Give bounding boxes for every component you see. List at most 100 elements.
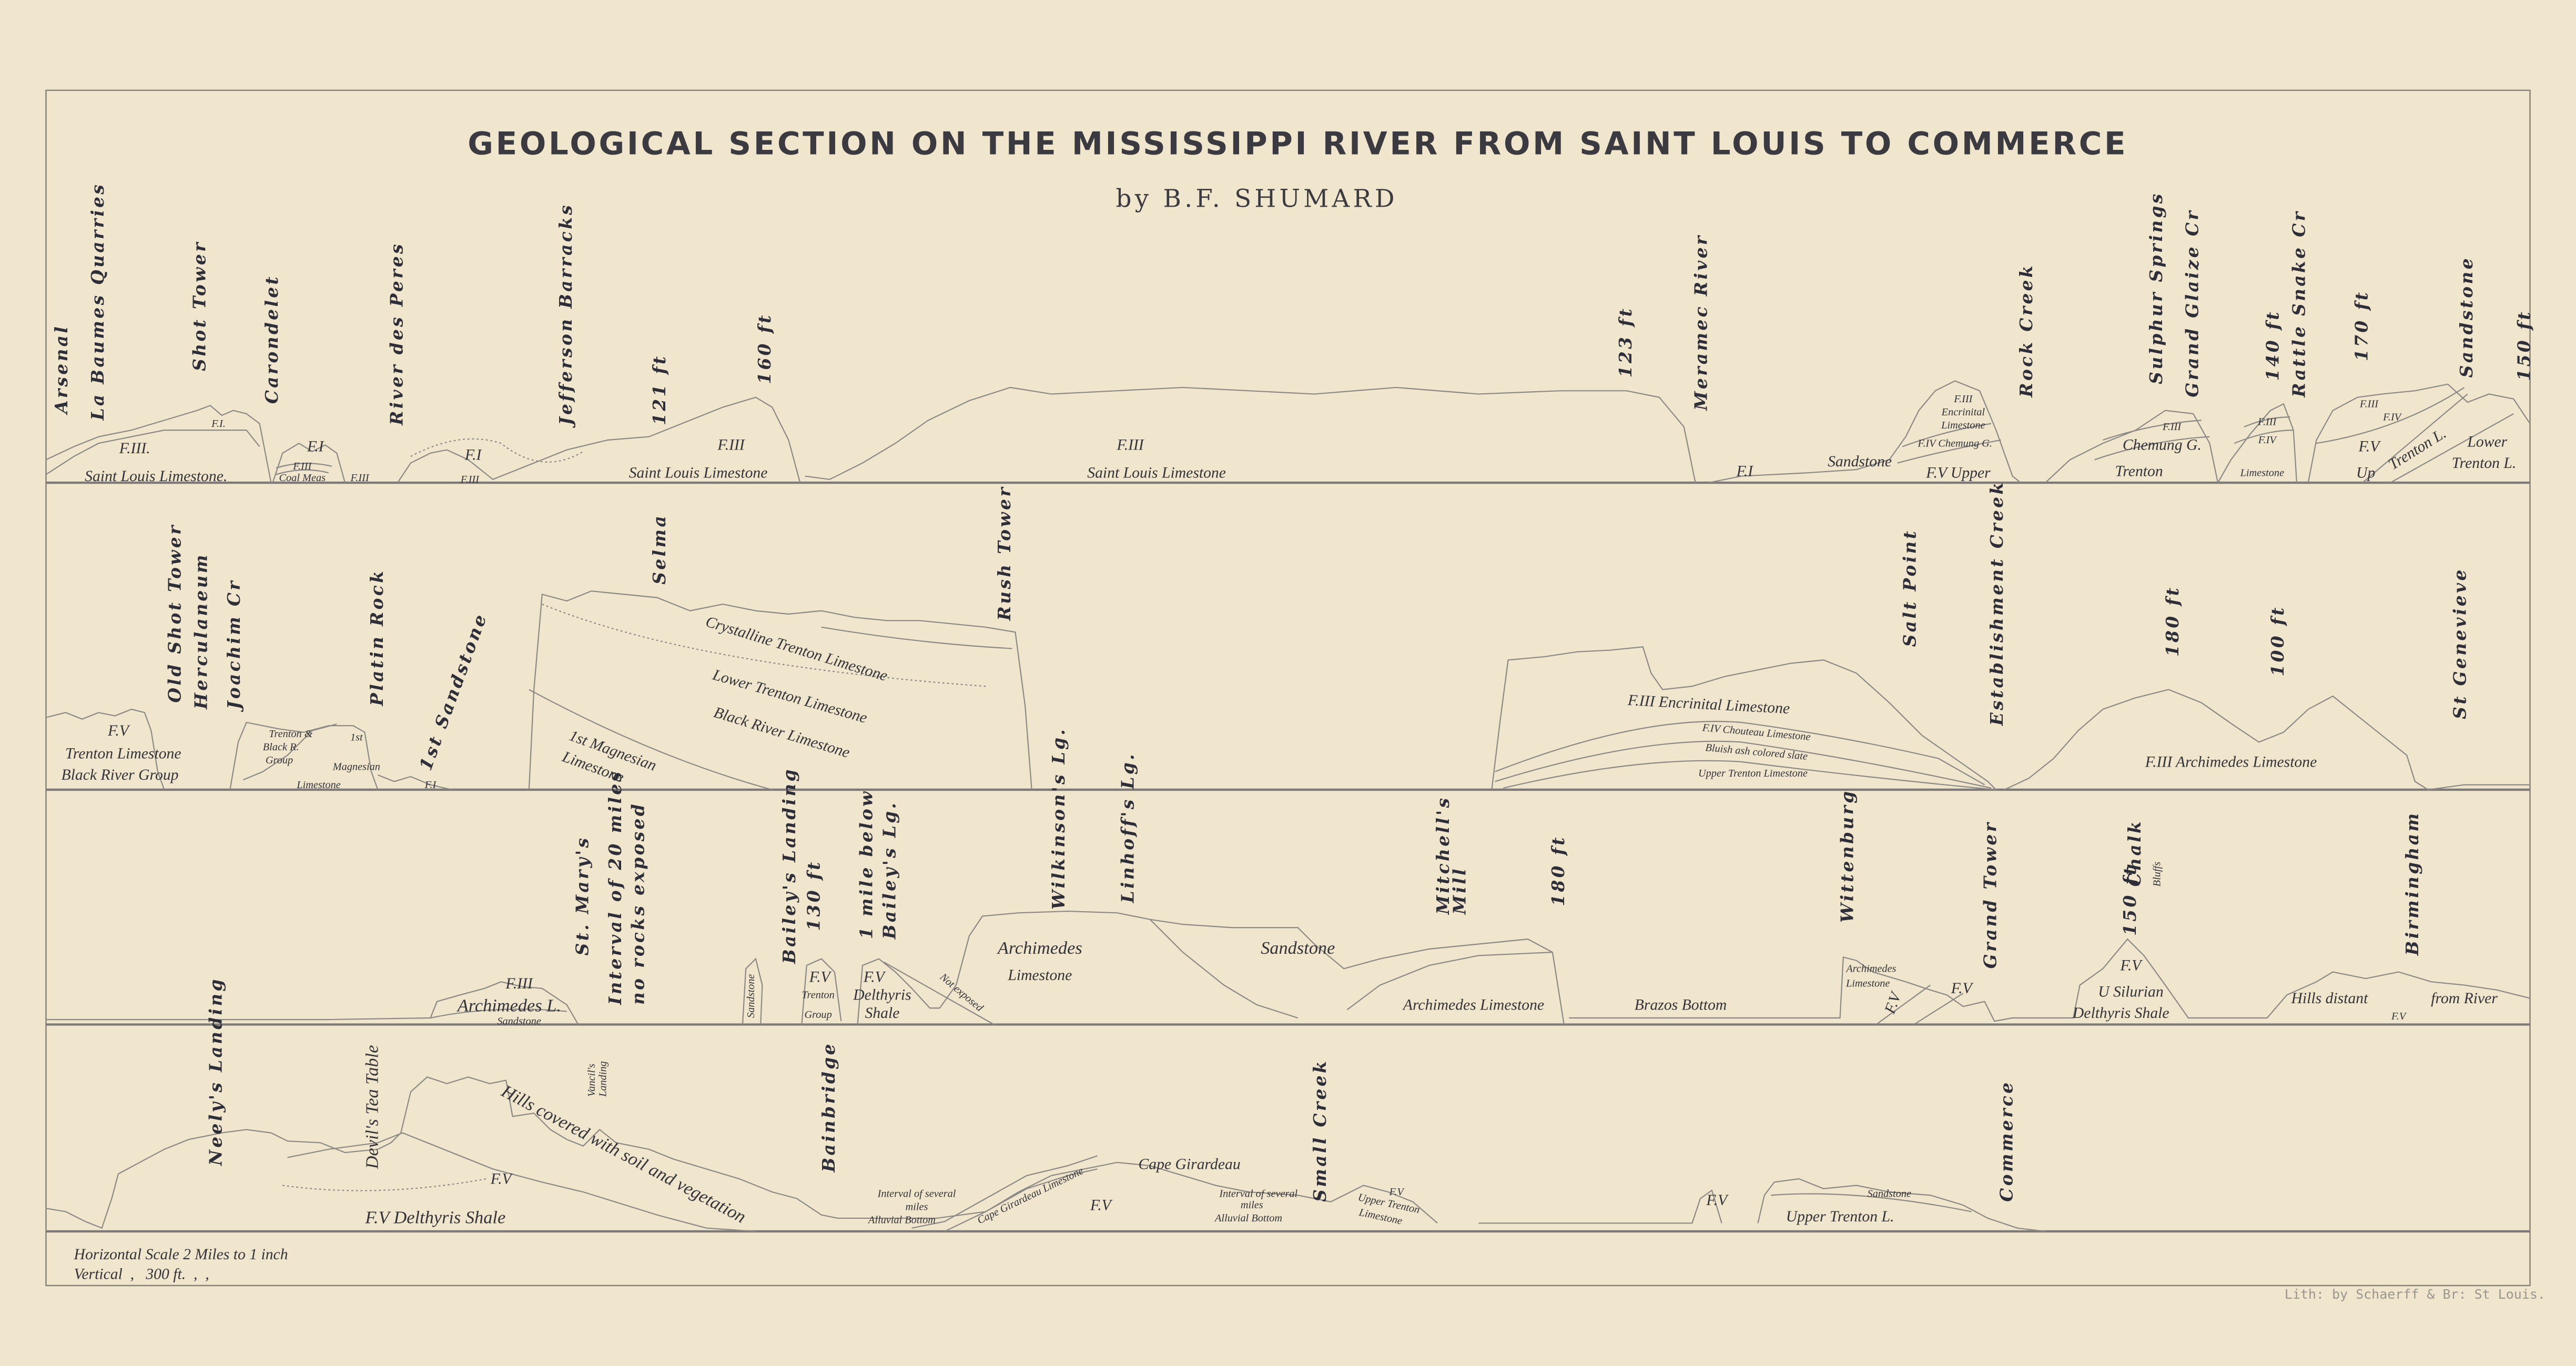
formation-label: F.I: [464, 446, 483, 463]
formation-label: Trenton L.: [2386, 425, 2449, 473]
formation-label: Saint Louis Limestone.: [85, 468, 227, 485]
place-label: Grand Tower: [1980, 821, 2000, 969]
place-label: Mitchell's: [1433, 796, 1453, 915]
place-label: no rocks exposed: [627, 802, 648, 1005]
formation-label: Saint Louis Limestone: [629, 465, 768, 482]
place-label: Rush Tower: [994, 485, 1015, 621]
place-label: Bailey's Lg.: [879, 801, 899, 940]
place-label: Meramec River: [1691, 233, 1711, 411]
place-label: 160 ft: [754, 313, 775, 384]
formation-label: F.III: [292, 461, 312, 472]
formation-label: Archimedes: [1845, 963, 1896, 975]
formation-label: F.III Encrinital Limestone: [1627, 692, 1790, 717]
formation-label: Hills distant: [2291, 990, 2369, 1007]
section-1-formation-labels: F.I. F.III. Saint Louis Limestone. F.I F…: [85, 393, 2516, 485]
formation-label: F.IV: [2258, 434, 2278, 446]
place-label: Sulphur Springs: [2146, 191, 2166, 384]
formation-label: Black River Group: [62, 767, 179, 783]
place-label: 121 ft: [649, 354, 670, 425]
place-label: Bluffs: [2152, 862, 2163, 886]
formation-label: F.V: [2391, 1011, 2407, 1022]
formation-label: F.III: [1116, 437, 1144, 454]
formation-label: Alluvial Bottom: [867, 1214, 936, 1226]
formation-label: F.III: [350, 472, 370, 484]
section-4-formation-labels: Hills covered with soil and vegetation F…: [364, 1080, 1911, 1227]
section-3-profiles: [46, 910, 2530, 1025]
place-label: Establishment Creek: [1986, 481, 2007, 727]
formation-label: miles: [1241, 1199, 1263, 1211]
formation-label: Shale: [865, 1005, 899, 1022]
place-label: Neely's Landing: [206, 977, 226, 1166]
formation-label: Cape Girardeau: [1138, 1156, 1240, 1173]
formation-label: F.III: [1953, 393, 1973, 405]
formation-label: Sandstone: [1868, 1188, 1911, 1199]
place-label: 123 ft: [1615, 307, 1636, 378]
formation-label: Not exposed: [937, 971, 986, 1014]
place-label: Salt Point: [1899, 529, 1920, 647]
place-label: Birmingham: [2402, 811, 2422, 956]
formation-label: 1st: [350, 731, 363, 743]
formation-label: Limestone: [1941, 420, 1985, 431]
formation-label: Interval of several: [877, 1188, 956, 1199]
formation-label: Up: [2356, 465, 2375, 482]
formation-label: Bluish ash colored slate: [1705, 742, 1808, 762]
formation-label: Magnesian: [332, 761, 380, 773]
formation-label: Group: [804, 1009, 831, 1021]
place-label: Platin Rock: [367, 569, 387, 707]
place-label: Mill: [1449, 867, 1469, 915]
section-4-place-labels: Neely's Landing Devil's Tea Table Vancil…: [206, 977, 2017, 1202]
place-label: La Baumes Quarries: [87, 182, 108, 421]
place-label: Bainbridge: [818, 1042, 839, 1173]
formation-label: Upper Trenton Limestone: [1698, 768, 1808, 779]
formation-label: F.V: [107, 722, 130, 739]
place-label: St Genevieve: [2450, 567, 2470, 719]
vertical-scale-note: Vertical , 300 ft. , ,: [74, 1266, 209, 1283]
formation-label: Alluvial Bottom: [1214, 1212, 1282, 1224]
formation-label: Lower: [2467, 433, 2507, 450]
plate-frame: [45, 89, 2531, 1287]
formation-label: Delthyris: [853, 987, 911, 1004]
place-label: Interval of 20 miles: [605, 770, 625, 1005]
formation-label: F.V: [2358, 439, 2381, 455]
formation-label: F.III: [460, 474, 480, 485]
place-label: River des Peres: [386, 242, 407, 426]
section-3-formation-labels: F.III Archimedes L. Sandstone Sandstone …: [457, 938, 2498, 1027]
plate-title: GEOLOGICAL SECTION ON THE MISSISSIPPI RI…: [468, 126, 2128, 162]
formation-label: Saint Louis Limestone: [1087, 465, 1226, 482]
place-label: Old Shot Tower: [165, 523, 185, 702]
formation-label: F.I: [307, 439, 325, 455]
plate-author: by B.F. SHUMARD: [1115, 185, 1397, 213]
place-label: Herculaneum: [191, 553, 211, 710]
section-1-place-labels: Arsenal La Baumes Quarries Shot Tower Ca…: [51, 182, 2534, 429]
place-label: 150 ft: [2514, 310, 2534, 381]
formation-label: F.I: [424, 779, 437, 791]
place-label: 150 ft: [2119, 865, 2140, 936]
formation-label: Limestone: [2240, 467, 2284, 479]
formation-label: Sandstone: [497, 1016, 541, 1027]
formation-label: F.V: [1389, 1186, 1405, 1198]
place-label: Wilkinson's Lg.: [1048, 727, 1069, 910]
place-label: Landing: [597, 1061, 609, 1097]
section-2-formation-labels: F.V Trenton Limestone Black River Group …: [62, 613, 2317, 791]
place-label: Arsenal: [51, 324, 72, 415]
formation-label: F.I: [1736, 463, 1754, 480]
formation-label: Archimedes L.: [457, 996, 561, 1016]
formation-label: Interval of several: [1219, 1188, 1297, 1199]
place-label: Rock Creek: [2016, 263, 2036, 398]
place-label: Selma: [649, 514, 670, 585]
formation-label: Trenton: [2115, 463, 2163, 480]
place-label: Chalk: [2124, 819, 2145, 886]
formation-label: Trenton Limestone: [65, 746, 181, 762]
formation-label: F.V: [2120, 957, 2143, 974]
section-2-profiles: [46, 590, 2530, 791]
place-label: Grand Glaize Cr: [2182, 209, 2203, 397]
formation-label: F.V: [863, 969, 886, 985]
formation-label: F.III: [2359, 398, 2379, 410]
formation-label: Trenton &: [269, 728, 312, 740]
place-label: Commerce: [1996, 1080, 2017, 1202]
formation-label: F.IV: [2382, 411, 2402, 423]
formation-label: F.IV Chemung G.: [1918, 437, 1992, 449]
formation-label: Brazos Bottom: [1635, 996, 1727, 1013]
place-label: 170 ft: [2351, 290, 2371, 361]
